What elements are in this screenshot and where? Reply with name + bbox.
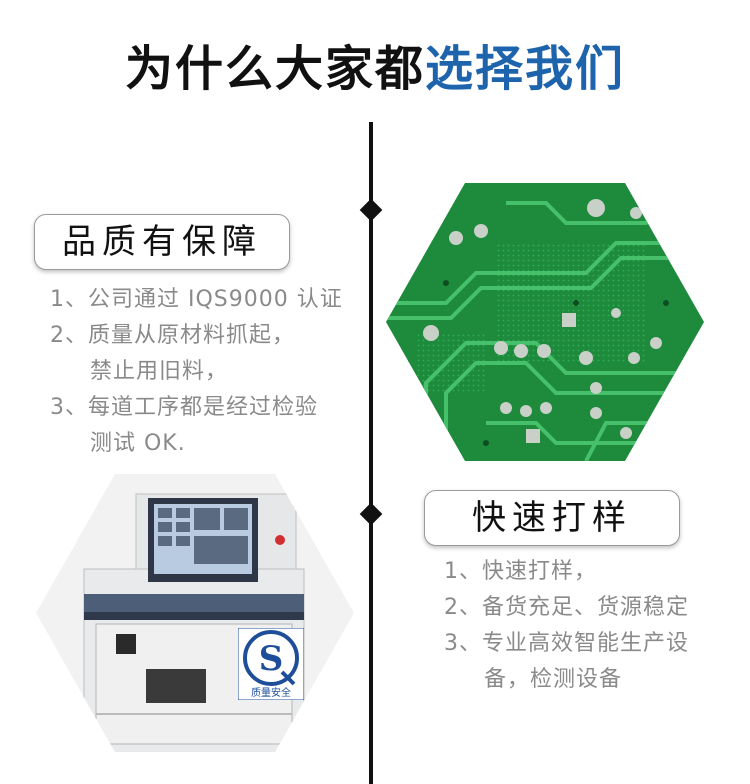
page-title: 为什么大家都选择我们	[0, 34, 750, 104]
fast-sample-item-1: 1、快速打样，	[444, 559, 597, 584]
fast-sample-label: 快速打样	[472, 498, 632, 538]
quality-list: 1、公司通过 IQS9000 认证 2、质量从原材料抓起， 禁止用旧料， 3、每…	[50, 282, 343, 462]
title-black-part: 为什么大家都	[124, 41, 425, 97]
quality-safety-badge-icon: S 质量安全	[238, 628, 304, 700]
fast-sample-label-box: 快速打样	[424, 490, 680, 546]
quality-item-3: 3、每道工序都是经过检验	[50, 395, 318, 420]
machine-hexagon-image	[36, 474, 354, 752]
quality-label-box: 品质有保障	[34, 214, 290, 270]
quality-item-3-cont: 测试 OK.	[90, 431, 186, 456]
title-blue-part: 选择我们	[425, 41, 626, 97]
fast-sample-list: 1、快速打样， 2、备货充足、货源稳定 3、专业高效智能生产设 备，检测设备	[444, 554, 689, 698]
timeline-diamond-top	[359, 198, 383, 222]
timeline-diamond-bottom	[359, 502, 383, 526]
timeline-line	[369, 122, 373, 784]
fast-sample-item-3: 3、专业高效智能生产设	[444, 631, 689, 656]
fast-sample-item-2: 2、备货充足、货源稳定	[444, 595, 689, 620]
quality-item-1: 1、公司通过 IQS9000 认证	[50, 287, 343, 312]
pcb-hexagon-image	[386, 183, 704, 461]
quality-item-2: 2、质量从原材料抓起，	[50, 323, 295, 348]
quality-item-2-cont: 禁止用旧料，	[90, 359, 229, 384]
svg-text:S: S	[259, 639, 284, 679]
quality-label: 品质有保障	[62, 222, 262, 262]
fast-sample-item-3-cont: 备，检测设备	[484, 667, 623, 692]
badge-text: 质量安全	[251, 686, 291, 699]
